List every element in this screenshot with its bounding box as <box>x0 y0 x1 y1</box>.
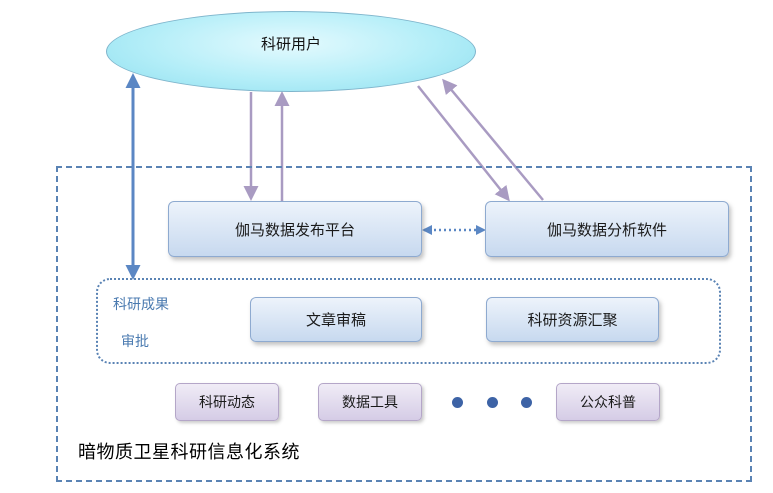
system-title: 暗物质卫星科研信息化系统 <box>78 442 300 463</box>
user-to-analysis-arrow <box>417 85 510 202</box>
data-tools-node: 数据工具 <box>318 383 422 421</box>
research-user-node: 科研用户 <box>106 11 476 92</box>
resource-aggregation-node: 科研资源汇聚 <box>486 297 659 342</box>
approval-label-line1: 科研成果 <box>113 297 169 313</box>
approval-label-line2: 审批 <box>121 334 149 350</box>
research-news-node: 科研动态 <box>175 383 279 421</box>
ellipsis-dot <box>521 396 532 408</box>
ellipsis-dot <box>486 396 498 408</box>
ellipsis-dots <box>452 385 532 419</box>
paper-review-node: 文章审稿 <box>250 297 422 342</box>
system-boundary <box>56 166 752 482</box>
research-user-label: 科研用户 <box>260 35 321 53</box>
analysis-software-node: 伽马数据分析软件 <box>485 201 729 257</box>
approval-group <box>96 278 721 364</box>
analysis-to-user-arrow <box>442 78 544 201</box>
publish-platform-node: 伽马数据发布平台 <box>168 201 422 257</box>
public-outreach-node: 公众科普 <box>556 383 660 421</box>
ellipsis-dot <box>452 396 463 408</box>
